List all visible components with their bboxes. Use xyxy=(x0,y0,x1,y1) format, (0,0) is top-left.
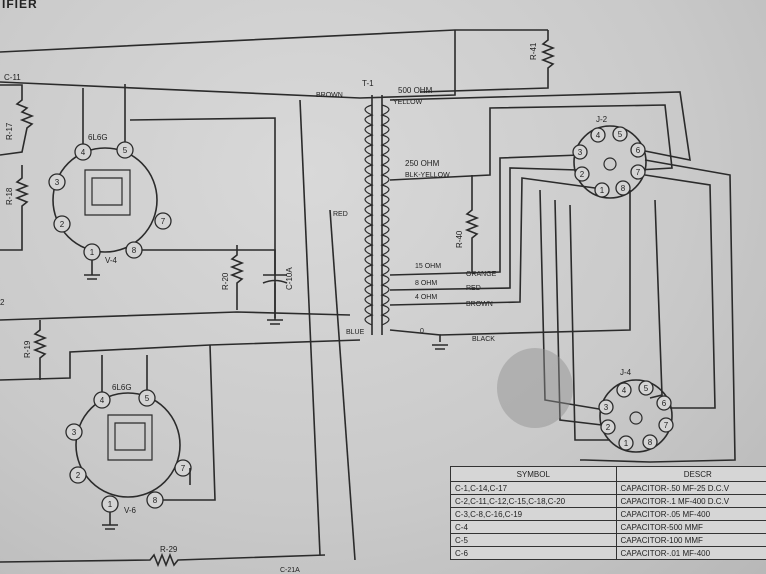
ohm500-label: 500 OHM xyxy=(398,86,433,95)
ohm15-label: 15 OHM xyxy=(415,263,441,270)
svg-text:2: 2 xyxy=(580,170,585,179)
edge-number: 2 xyxy=(0,298,5,307)
r17-label: R-17 xyxy=(5,122,14,140)
svg-text:8: 8 xyxy=(621,184,626,193)
j2-label: J-2 xyxy=(596,115,608,124)
svg-text:8: 8 xyxy=(153,496,158,505)
svg-text:4: 4 xyxy=(100,396,105,405)
svg-text:7: 7 xyxy=(636,168,641,177)
t1-label: T-1 xyxy=(362,79,374,88)
svg-text:1: 1 xyxy=(90,248,95,257)
transformer-windings xyxy=(364,104,390,326)
svg-text:8: 8 xyxy=(648,438,653,447)
r18-label: R-18 xyxy=(5,187,14,205)
svg-text:3: 3 xyxy=(55,178,60,187)
description-cell: CAPACITOR-100 MMF xyxy=(615,533,766,547)
c11-label: C-11 xyxy=(4,73,21,82)
description-cell: CAPACITOR-500 MMF xyxy=(615,520,766,534)
svg-text:5: 5 xyxy=(644,384,649,393)
svg-text:4: 4 xyxy=(622,386,627,395)
brown2-label: BROWN xyxy=(466,301,493,308)
blk-yellow-label: BLK-YELLOW xyxy=(405,172,450,179)
description-cell: CAPACITOR-.05 MF-400 xyxy=(615,507,766,521)
svg-text:1: 1 xyxy=(600,186,605,195)
j2-pins: 1 2 3 4 5 6 7 8 xyxy=(572,126,646,198)
svg-text:2: 2 xyxy=(76,471,81,480)
svg-text:5: 5 xyxy=(123,146,128,155)
description-cell: CAPACITOR-.50 MF-25 D.C.V xyxy=(615,481,766,495)
v6-pins: 1 2 3 4 5 7 8 xyxy=(65,389,192,513)
r40-label: R-40 xyxy=(455,230,464,248)
symbol-cell: C-5 xyxy=(450,533,617,547)
stain-mark xyxy=(497,348,573,428)
svg-text:1: 1 xyxy=(624,439,629,448)
svg-text:4: 4 xyxy=(81,148,86,157)
svg-text:2: 2 xyxy=(606,423,611,432)
svg-text:7: 7 xyxy=(181,464,186,473)
ohm8-label: 8 OHM xyxy=(415,280,437,287)
symbol-cell: C-2,C-11,C-12,C-15,C-18,C-20 xyxy=(450,494,617,508)
table-header-row: SYMBOL DESCR xyxy=(450,466,766,482)
r19-label: R-19 xyxy=(23,340,32,358)
header-symbol: SYMBOL xyxy=(450,466,617,482)
blue-label: BLUE xyxy=(346,329,365,336)
svg-text:3: 3 xyxy=(72,428,77,437)
r20-label: R-20 xyxy=(221,272,230,290)
c10a-label: C-10A xyxy=(285,267,294,290)
zero-label: 0 xyxy=(420,328,424,335)
black-label: BLACK xyxy=(472,336,495,343)
svg-text:3: 3 xyxy=(604,403,609,412)
svg-text:1: 1 xyxy=(108,500,113,509)
title-fragment: IFIER xyxy=(2,0,38,11)
yellow-label: YELLOW xyxy=(393,99,423,106)
v4-ref: V-4 xyxy=(105,256,118,265)
description-cell: CAPACITOR-.01 MF-400 xyxy=(615,546,766,560)
svg-text:4: 4 xyxy=(596,131,601,140)
svg-text:5: 5 xyxy=(145,394,150,403)
v6-type: 6L6G xyxy=(112,383,132,392)
v6-ref: V-6 xyxy=(124,506,137,515)
v4-pins: 1 2 3 4 5 7 8 xyxy=(48,141,172,261)
description-cell: CAPACITOR-.1 MF-400 D.C.V xyxy=(615,494,766,508)
ohm4-label: 4 OHM xyxy=(415,294,437,301)
r41-label: R-41 xyxy=(529,42,538,60)
svg-text:2: 2 xyxy=(60,220,65,229)
v4-type: 6L6G xyxy=(88,133,108,142)
ohm250-label: 250 OHM xyxy=(405,159,440,168)
brown-label: BROWN xyxy=(316,92,343,99)
svg-text:3: 3 xyxy=(578,148,583,157)
svg-text:6: 6 xyxy=(662,399,667,408)
header-description: DESCR xyxy=(615,466,766,482)
j4-label: J-4 xyxy=(620,368,632,377)
orange-label: ORANGE xyxy=(466,271,497,278)
red-label: RED xyxy=(333,211,348,218)
j4-pins: 1 2 3 4 5 6 7 8 xyxy=(598,380,674,451)
symbol-cell: C-4 xyxy=(450,520,617,534)
symbol-cell: C-6 xyxy=(450,546,617,560)
svg-text:5: 5 xyxy=(618,130,623,139)
svg-text:8: 8 xyxy=(132,246,137,255)
c21a-label: C-21A xyxy=(280,567,300,574)
symbol-cell: C-1,C-14,C-17 xyxy=(450,481,617,495)
symbol-cell: C-3,C-8,C-16,C-19 xyxy=(450,507,617,521)
svg-text:7: 7 xyxy=(161,217,166,226)
r29-label: R-29 xyxy=(160,545,178,554)
svg-text:7: 7 xyxy=(664,421,669,430)
svg-text:6: 6 xyxy=(636,146,641,155)
